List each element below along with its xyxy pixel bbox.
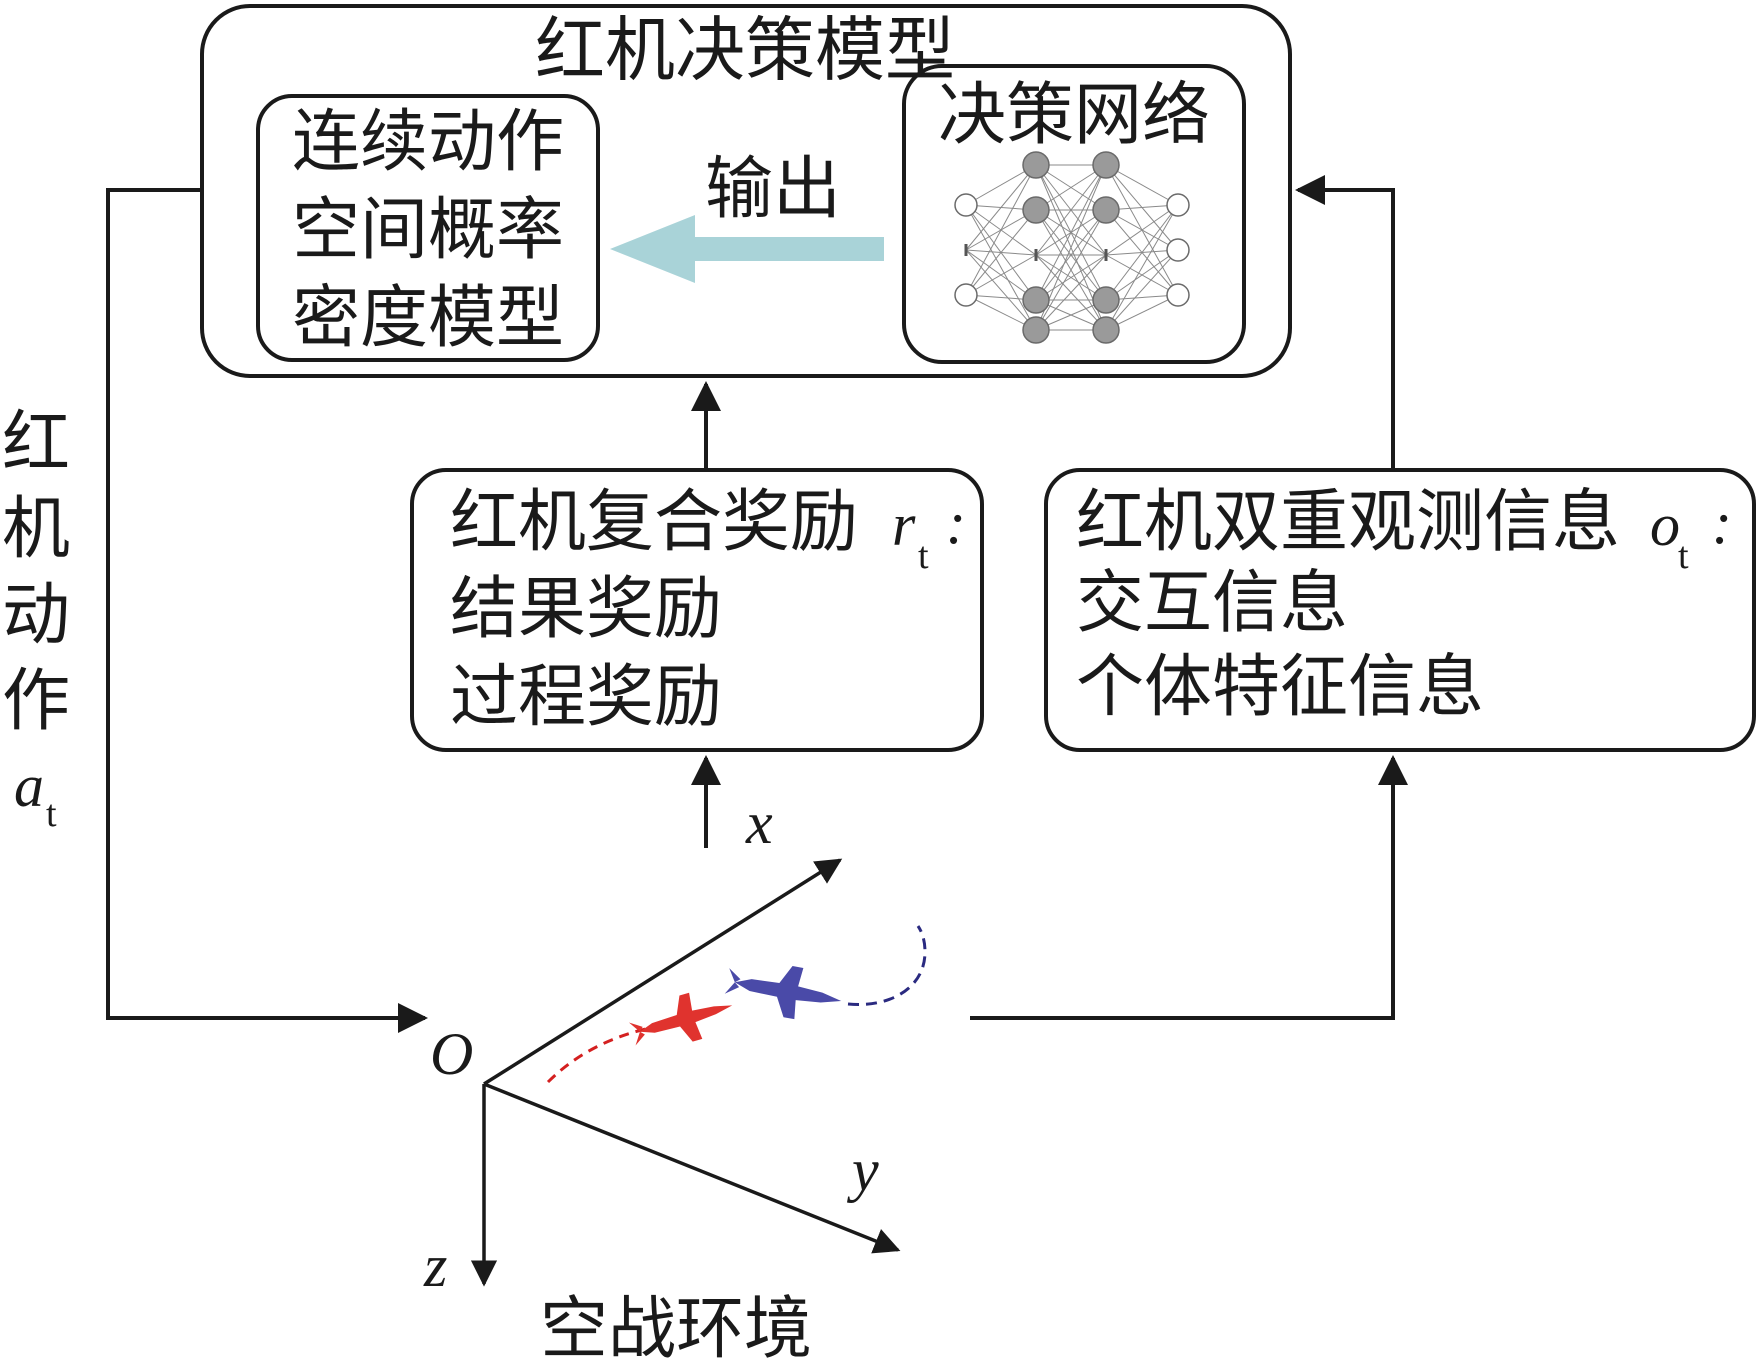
red-trajectory [546, 1026, 651, 1084]
coordinate-axes [470, 858, 901, 1287]
probability-model-box [256, 94, 600, 362]
decision-model-title: 红机决策模型 [535, 9, 955, 91]
reward-subscript: t [918, 535, 929, 577]
y-axis-label: y [846, 1137, 879, 1203]
reward-title: 红机复合奖励 [450, 483, 858, 562]
action-label: 红 机 动 作 a t [2, 404, 70, 835]
action-char-4: 作 [2, 662, 70, 741]
network-edge [1105, 249, 1179, 331]
observation-title: 红机双重观测信息 [1076, 483, 1620, 562]
hidden-neuron [1022, 286, 1050, 314]
network-edge [1035, 164, 1107, 301]
decision-network-title: 决策网络 [938, 76, 1210, 155]
network-edge [965, 164, 1037, 251]
observation-box [1044, 468, 1756, 752]
network-edge [965, 209, 1037, 296]
hidden-neuron [1022, 316, 1050, 344]
action-line [106, 188, 428, 1033]
network-edge [1035, 164, 1107, 211]
action-char-3: 动 [2, 576, 70, 655]
network-edge [1105, 204, 1179, 256]
environment-label: 空战环境 [540, 1290, 812, 1368]
network-edge [1035, 209, 1107, 331]
probability-model-line2: 空间概率 [292, 191, 564, 270]
probability-model-line1: 连续动作 [292, 103, 564, 182]
network-edge [1035, 209, 1107, 301]
output-neuron [1166, 193, 1190, 217]
blue-trajectory [847, 925, 927, 1007]
ellipsis-marker [964, 244, 968, 256]
red-aircraft-icon [628, 992, 733, 1046]
action-char-1: 红 [2, 404, 70, 483]
env-to-observation-arrow [970, 755, 1408, 1020]
action-char-2: 机 [2, 490, 70, 569]
reward-box [410, 468, 984, 752]
output-arrow [610, 215, 884, 283]
network-edge [965, 204, 1037, 331]
ellipsis-marker [1034, 249, 1038, 261]
z-axis-label: z [423, 1233, 447, 1299]
reward-item-1: 结果奖励 [450, 570, 722, 649]
output-label: 输出 [705, 150, 841, 229]
hidden-neuron [1022, 151, 1050, 179]
network-edge [965, 249, 1037, 331]
x-axis-label: x [745, 790, 773, 856]
network-edge [1035, 164, 1107, 256]
network-edge [965, 254, 1037, 296]
network-edge [1105, 249, 1179, 301]
observation-to-model-arrow [1295, 175, 1395, 470]
x-axis [483, 858, 843, 1086]
hidden-neuron [1092, 151, 1120, 179]
probability-model-line3: 密度模型 [292, 279, 564, 358]
network-edge [1035, 254, 1107, 301]
network-edge [1035, 254, 1107, 331]
origin-label: O [430, 1021, 473, 1087]
reward-colon: : [946, 490, 966, 556]
reward-symbol: r [892, 492, 916, 558]
hidden-neuron [1092, 286, 1120, 314]
input-neuron [954, 193, 978, 217]
network-edge [1105, 204, 1179, 331]
input-neuron [954, 283, 978, 307]
action-subscript: t [46, 793, 57, 835]
observation-colon: : [1712, 490, 1732, 556]
decision-network-box [902, 64, 1246, 364]
output-neuron [1166, 238, 1190, 262]
hidden-neuron [1092, 196, 1120, 224]
action-symbol: a [14, 753, 44, 819]
y-axis [483, 1082, 901, 1254]
observation-item-2: 个体特征信息 [1076, 648, 1484, 727]
network-edge [1105, 204, 1179, 301]
ellipsis-marker [1104, 249, 1108, 261]
output-neuron [1166, 283, 1190, 307]
network-edge [965, 164, 1037, 296]
blue-aircraft-icon [724, 966, 842, 1020]
hidden-neuron [1092, 316, 1120, 344]
hidden-neuron [1022, 196, 1050, 224]
observation-subscript: t [1678, 535, 1689, 577]
neural-network-icon [954, 151, 1190, 344]
reward-item-2: 过程奖励 [450, 658, 722, 737]
observation-symbol: o [1650, 492, 1680, 558]
observation-item-1: 交互信息 [1076, 564, 1348, 643]
